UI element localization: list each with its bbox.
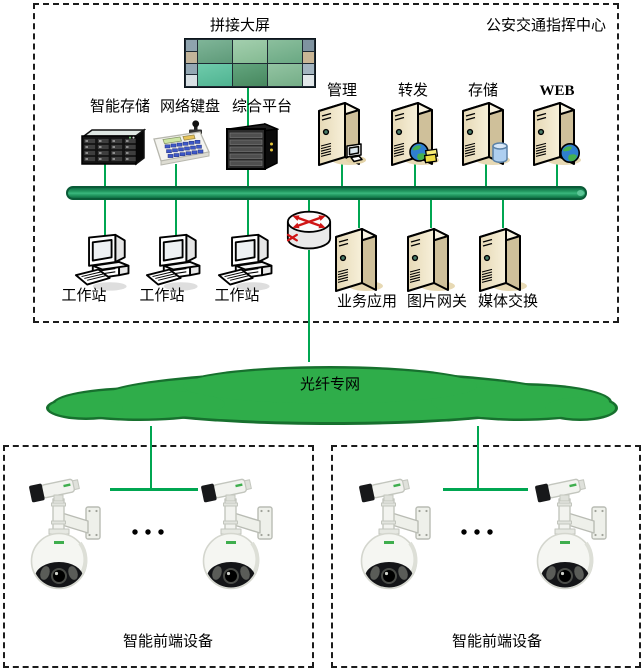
front-end-box-left [3, 445, 314, 668]
workstation-label: 工作站 [214, 288, 260, 304]
connector-line [104, 199, 106, 236]
connector-line [414, 155, 416, 187]
connector-line [150, 426, 152, 490]
media-exchange-server-icon [477, 224, 529, 297]
ellipsis: ••• [460, 522, 500, 544]
forward-server-icon [389, 98, 441, 171]
connector-line [556, 155, 558, 187]
video-wall-screens [198, 40, 302, 86]
connector-line [308, 250, 310, 362]
command-center-box [33, 3, 619, 323]
front-end-box-right [331, 445, 641, 668]
storage-server-icon [460, 98, 512, 171]
ptz-camera-icon [200, 473, 274, 602]
video-wall [184, 38, 316, 88]
media-exchange-label: 媒体交换 [477, 294, 538, 310]
nas-storage-icon [80, 128, 146, 171]
platform-device-label: 综合平台 [231, 99, 292, 115]
fiber-network-cloud [40, 358, 620, 443]
picture-gateway-label: 图片网关 [406, 294, 467, 310]
connector-line [110, 488, 198, 491]
connector-line [477, 426, 479, 490]
workstation-label: 工作站 [61, 288, 107, 304]
video-wall-left-thumbnails [186, 40, 197, 86]
connector-line [502, 199, 504, 228]
ptz-camera-icon [358, 473, 432, 602]
video-wall-label: 拼接大屏 [209, 18, 270, 34]
manage-server-label: 管理 [326, 83, 357, 99]
manage-server-icon [316, 98, 368, 171]
connector-line [104, 163, 106, 187]
platform-chassis-icon [221, 122, 279, 175]
connector-line [175, 199, 177, 236]
front-end-label: 智能前端设备 [122, 634, 213, 650]
front-end-label: 智能前端设备 [451, 634, 542, 650]
connector-line [341, 155, 343, 187]
ellipsis: ••• [131, 522, 171, 544]
business-app-label: 业务应用 [336, 294, 397, 310]
web-server-label: WEB [539, 83, 575, 99]
storage-server-label: 存储 [467, 83, 498, 99]
ptz-camera-icon [534, 473, 608, 602]
bus-end-cap [577, 190, 584, 196]
router-icon [283, 208, 335, 259]
keyboard-device-label: 网络键盘 [159, 99, 220, 115]
connector-line [175, 164, 177, 187]
fiber-network-label: 光纤专网 [299, 377, 360, 393]
forward-server-label: 转发 [397, 83, 428, 99]
business-app-server-icon [333, 224, 385, 297]
connector-line [485, 155, 487, 187]
command-center-title: 公安交通指挥中心 [485, 18, 606, 34]
connector-line [247, 199, 249, 236]
ptz-camera-icon [28, 473, 102, 602]
video-wall-right-thumbnails [303, 40, 314, 86]
picture-gateway-server-icon [405, 224, 457, 297]
network-bus-bar [66, 186, 587, 200]
connector-line [308, 199, 310, 212]
workstation-label: 工作站 [139, 288, 185, 304]
web-server-icon [531, 98, 583, 171]
connector-line [358, 199, 360, 228]
network-keyboard-icon [150, 120, 212, 171]
storage-device-label: 智能存储 [89, 99, 150, 115]
connector-line [430, 199, 432, 228]
connector-line [443, 488, 528, 491]
